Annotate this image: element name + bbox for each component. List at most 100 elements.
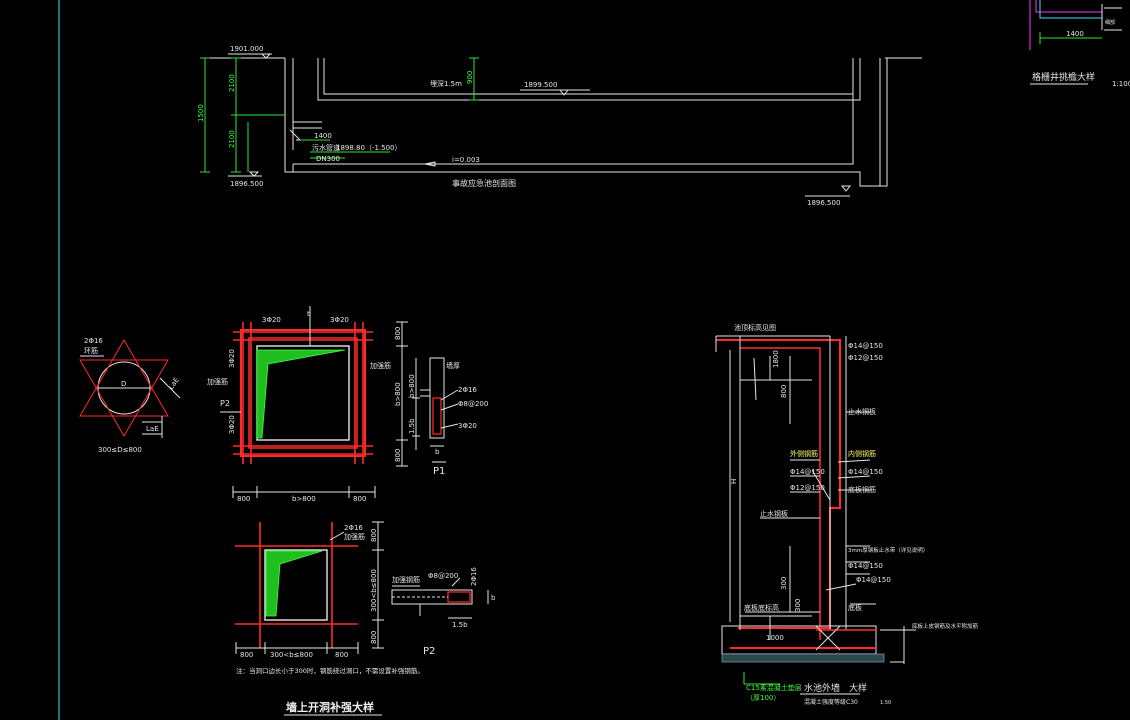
p1-dim-bot-right: 800 (353, 495, 366, 503)
wall-caption: 水池外墙 大样 (804, 682, 867, 694)
ring-caption: 300≤D≤800 (98, 446, 142, 454)
pool-section-drawing (200, 53, 922, 197)
ring-label-lae: LaE (167, 376, 181, 391)
p1-dim-right-mid: b>800 (394, 382, 402, 406)
p2-section-detail (391, 577, 489, 619)
p2-opening-detail (235, 521, 384, 654)
wall-lbl-2: Φ12@150 (848, 354, 883, 362)
elev-top-left: 1901.000 (230, 45, 263, 53)
main-title: 墙上开洞补强大样 (286, 700, 374, 714)
text-pipe-dim: 1400 (314, 132, 332, 140)
p2-dim-right-bot: 800 (370, 631, 378, 644)
dim-lower: 2100 (228, 130, 236, 148)
wall-dim-h: H (730, 479, 738, 484)
ring-label-d: D (121, 380, 126, 388)
wall-dim-c: 300 (780, 577, 788, 590)
p1-top-bar: 3Φ20 (262, 316, 281, 324)
wall-lbl-12: Φ14@150 (848, 562, 883, 570)
p1-dim-bot-mid: b>800 (292, 495, 316, 503)
wall-dim-a: 1800 (772, 350, 780, 368)
p1s-label-b: Φ8@200 (458, 400, 488, 408)
ring-label-top2: 环筋 (84, 346, 98, 355)
wall-dim-b: 800 (780, 385, 788, 398)
p2-dim-bot-left: 800 (240, 651, 253, 659)
p1-dim-right-bot: 800 (394, 449, 402, 462)
elev-bottom-right: 1896.500 (807, 199, 840, 207)
p2s-label-b: Φ8@200 (428, 572, 458, 580)
p2s-dim-v: b (491, 594, 496, 602)
p2-dim-bot-right: 800 (335, 651, 348, 659)
wall-lbl-11: 3mm厚钢板止水带（详见说明） (848, 546, 928, 554)
p1-opening-detail (220, 306, 408, 498)
p1s-caption: P1 (433, 466, 445, 477)
text-pipe-elev: 1898.80（-1.500） (336, 144, 402, 152)
p1-dim-bot-left: 800 (237, 495, 250, 503)
p1-section-detail (412, 357, 459, 463)
p1s-dim-v2: 1.5b (408, 418, 416, 434)
text-slope: i=0.003 (452, 156, 480, 164)
top-right-detail (1029, 0, 1122, 85)
top-right-scale: 1:100 (1112, 80, 1130, 88)
ring-label-lae2: LaE (146, 425, 159, 433)
wall-bottom-note: C15素混凝土垫层 (746, 683, 802, 692)
wall-lbl-10: 止水钢板 (760, 509, 788, 518)
text-pipe-dia: DN300 (316, 155, 340, 163)
p2-dim-bot-mid: 300<b≤800 (270, 651, 313, 659)
p1-mark: P2 (220, 399, 230, 408)
wall-lbl-4: 外侧钢筋 (790, 449, 818, 458)
wall-lbl-3: 止水钢板 (848, 407, 876, 416)
wall-lbl-1: Φ14@150 (848, 342, 883, 350)
p1-left-bar2: 3Φ20 (228, 415, 236, 434)
dim-small: 900 (466, 71, 474, 84)
wall-caption-sub: 混凝土强度等级C30 (804, 698, 858, 706)
top-right-note: 细部 (1105, 19, 1115, 26)
pool-section-caption: 事故应急池剖面图 (452, 178, 516, 188)
dim-total: 1500 (197, 104, 205, 122)
p1-left-bar1: 3Φ20 (228, 349, 236, 368)
elev-water: 1899.500 (524, 81, 557, 89)
wall-lbl-7: Φ14@150 (848, 468, 883, 476)
ring-detail (79, 339, 181, 438)
wall-scale: 1:50 (880, 700, 891, 706)
wall-top-label: 池顶标高见图 (734, 323, 776, 332)
elev-bottom-left: 1896.500 (230, 180, 263, 188)
p1s-dim-h: b (435, 448, 440, 456)
p1s-dim-v: b>800 (408, 374, 416, 398)
p1s-label-a: 2Φ16 (458, 386, 477, 394)
text-pipe-label: 污水管道 (312, 143, 340, 152)
p2-note: 注：当洞口边长小于300时，钢筋绕过洞口，不需设置补强钢筋。 (236, 666, 424, 675)
wall-lbl-16: 底板上皮钢筋及水平附加筋 (912, 622, 979, 630)
p2s-caption: P2 (423, 646, 435, 657)
ring-label-top: 2Φ16 (84, 337, 103, 345)
p1-top-tick: t (307, 310, 310, 318)
p2s-label-a: 加强钢筋 (392, 575, 420, 584)
wall-lbl-15: 底板 (848, 603, 862, 612)
wall-detail (715, 335, 916, 695)
p2-dim-right-top: 800 (370, 529, 378, 542)
dim-upper: 2100 (228, 74, 236, 92)
wall-lbl-5: 内侧钢筋 (848, 449, 876, 458)
wall-lbl-8: Φ12@150 (790, 484, 825, 492)
top-right-caption: 格栅井挑檐大样 (1032, 71, 1095, 83)
wall-lbl-14: Φ14@150 (856, 576, 891, 584)
wall-dim-d: 300 (794, 599, 802, 612)
p1s-label-c: 3Φ20 (458, 422, 477, 430)
p2s-dim-h: 1.5b (452, 621, 468, 629)
p1-top-bar-right: 3Φ20 (330, 316, 349, 324)
p2s-label-c: 2Φ16 (470, 567, 478, 586)
p1-left-label: 加强筋 (207, 377, 228, 386)
p2-label: 2Φ16 (344, 524, 363, 532)
p1-right-label: 加强筋 (370, 361, 391, 370)
wall-lbl-6: Φ14@150 (790, 468, 825, 476)
p2-dim-right-mid: 300<b≤800 (370, 569, 378, 612)
wall-bottom-note2: （厚100） (746, 694, 780, 702)
text-depth: 埋深1.5m (430, 79, 462, 88)
p1-dim-right-top: 800 (394, 327, 402, 340)
p2-label2: 加强筋 (344, 532, 365, 541)
p1s-label-d: 墙厚 (446, 361, 460, 370)
wall-lbl-13: 底板底标高 (744, 603, 779, 612)
top-right-dim: 1400 (1066, 30, 1084, 38)
wall-dim-e: 1000 (766, 634, 784, 642)
wall-lbl-9: 底板钢筋 (848, 485, 876, 494)
